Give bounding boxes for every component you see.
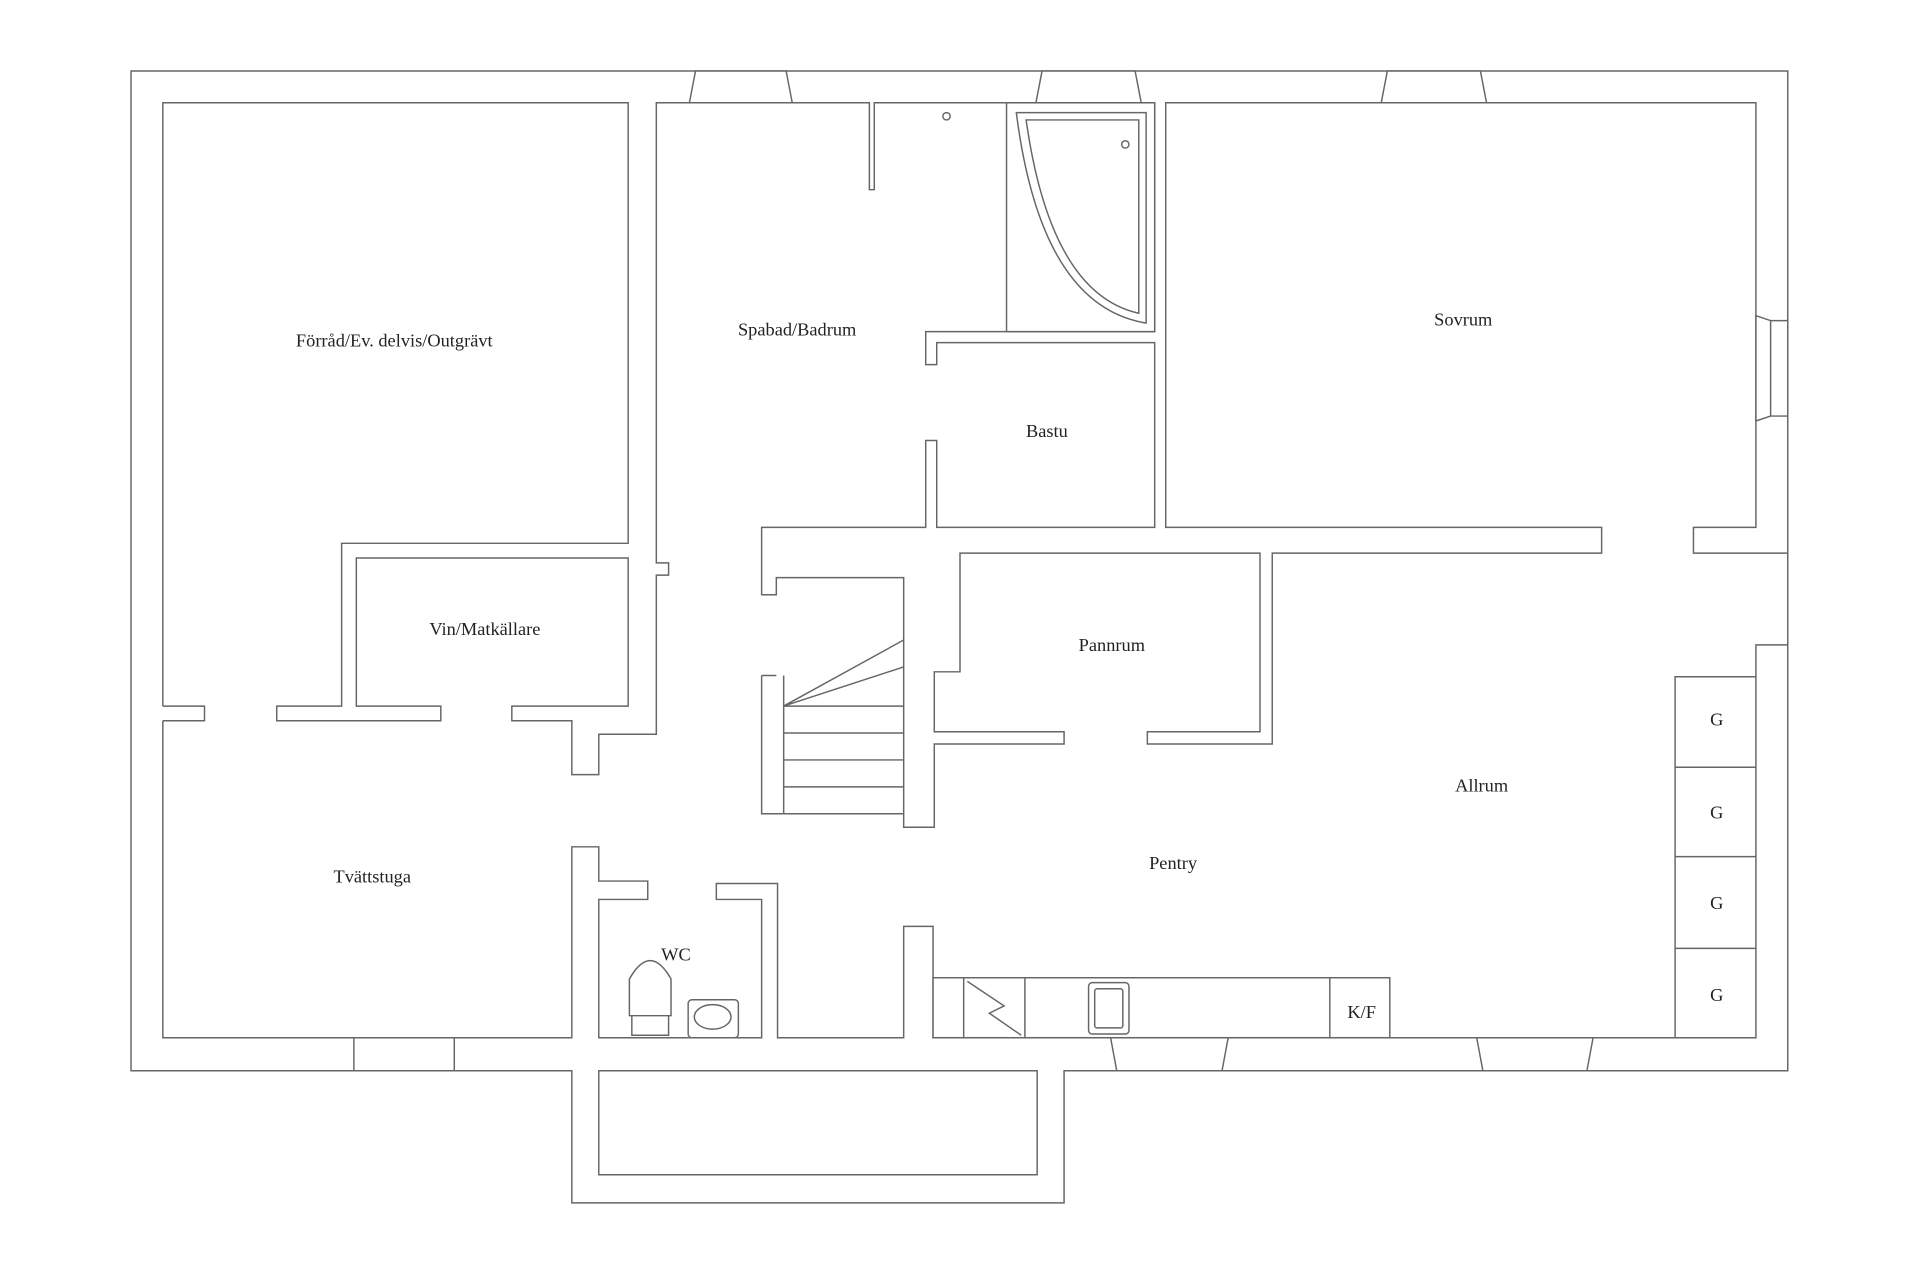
room-label-forrad: Förråd/Ev. delvis/Outgrävt bbox=[296, 330, 493, 350]
wall-tvatt bbox=[162, 644, 1788, 1039]
label-g: G bbox=[1710, 710, 1723, 730]
toilet bbox=[628, 960, 672, 1036]
label-g: G bbox=[1710, 803, 1723, 823]
label-g: G bbox=[1710, 985, 1723, 1005]
room-label-pannrum: Pannrum bbox=[1079, 635, 1145, 655]
room-label-tvattstuga: Tvättstuga bbox=[333, 866, 411, 886]
stairs bbox=[760, 639, 905, 815]
label-kf: K/F bbox=[1347, 1002, 1376, 1022]
room-label-allrum: Allrum bbox=[1455, 776, 1508, 796]
bathtub bbox=[942, 102, 1156, 333]
sink bbox=[1087, 981, 1130, 1035]
wall-forrad-vin bbox=[162, 102, 1788, 828]
bump-inner bbox=[598, 1070, 1038, 1176]
garderob-dividers bbox=[1675, 766, 1756, 950]
room-label-vin: Vin/Matkällare bbox=[429, 619, 540, 639]
stove bbox=[962, 977, 1026, 1039]
room-label-wc: WC bbox=[661, 945, 691, 965]
room-label-bastu: Bastu bbox=[1026, 421, 1068, 441]
label-g: G bbox=[1710, 893, 1723, 913]
windows bbox=[353, 70, 1789, 1072]
room-label-sovrum: Sovrum bbox=[1434, 310, 1492, 330]
kitchen-counter bbox=[932, 977, 1391, 1039]
room-label-spabad: Spabad/Badrum bbox=[738, 319, 856, 339]
room-label-pentry: Pentry bbox=[1149, 853, 1198, 873]
wc-fixtures bbox=[628, 960, 740, 1039]
